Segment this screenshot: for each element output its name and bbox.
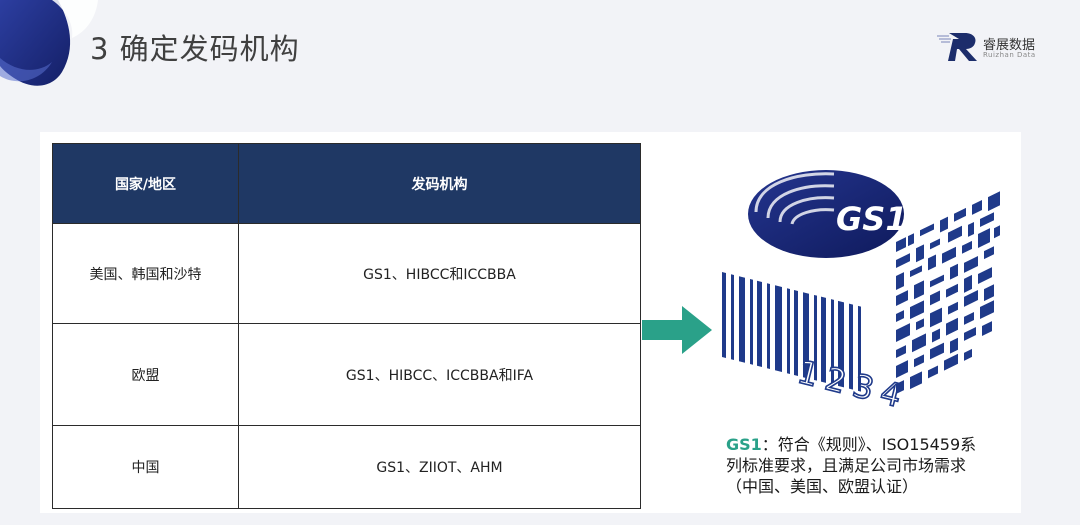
column-header-region: 国家/地区 [52, 143, 239, 224]
page-title: 3 确定发码机构 [90, 32, 300, 66]
table-cell-region: 欧盟 [52, 323, 239, 426]
gs1-note-line2: 列标准要求，且满足公司市场需求 [726, 456, 967, 475]
table-row: 美国、韩国和沙特 GS1、HIBCC和ICCBBA [52, 223, 641, 324]
table-row: 欧盟 GS1、HIBCC、ICCBBA和IFA [52, 323, 641, 426]
table-cell-agency: GS1、HIBCC、ICCBBA和IFA [238, 323, 641, 426]
gs1-logo-text: GS1 [836, 200, 908, 238]
gs1-note-label: GS1 [726, 435, 762, 454]
brand-logo: 睿展数据 Ruizhan Data [935, 28, 1055, 68]
ruizhan-logo-icon [937, 33, 977, 61]
content-card: 国家/地区 发码机构 美国、韩国和沙特 GS1、HIBCC和ICCBBA 欧盟 … [40, 132, 1021, 513]
logo-name: 睿展数据 [983, 38, 1036, 53]
issuing-agency-table: 国家/地区 发码机构 美国、韩国和沙特 GS1、HIBCC和ICCBBA 欧盟 … [52, 143, 641, 509]
corner-swoosh-icon [0, 0, 98, 86]
table-header-row: 国家/地区 发码机构 [52, 143, 641, 224]
gs1-note-line1: ：符合《规则》、ISO15459系 [761, 435, 977, 454]
table-cell-agency: GS1、ZIIOT、AHM [238, 425, 641, 509]
gs1-barcode-icon: GS1 1234 [722, 170, 1000, 418]
table-cell-agency: GS1、HIBCC和ICCBBA [238, 223, 641, 324]
logo-subtitle: Ruizhan Data [983, 51, 1036, 59]
barcode-digits: 1234 [794, 353, 913, 417]
table-row: 中国 GS1、ZIIOT、AHM [52, 425, 641, 509]
gs1-note: GS1：符合《规则》、ISO15459系 列标准要求，且满足公司市场需求 （中国… [726, 434, 1016, 497]
gs1-note-line3: （中国、美国、欧盟认证） [726, 477, 919, 496]
column-header-agency: 发码机构 [238, 143, 641, 224]
table-cell-region: 中国 [52, 425, 239, 509]
table-cell-region: 美国、韩国和沙特 [52, 223, 239, 324]
right-arrow-icon [642, 306, 712, 354]
